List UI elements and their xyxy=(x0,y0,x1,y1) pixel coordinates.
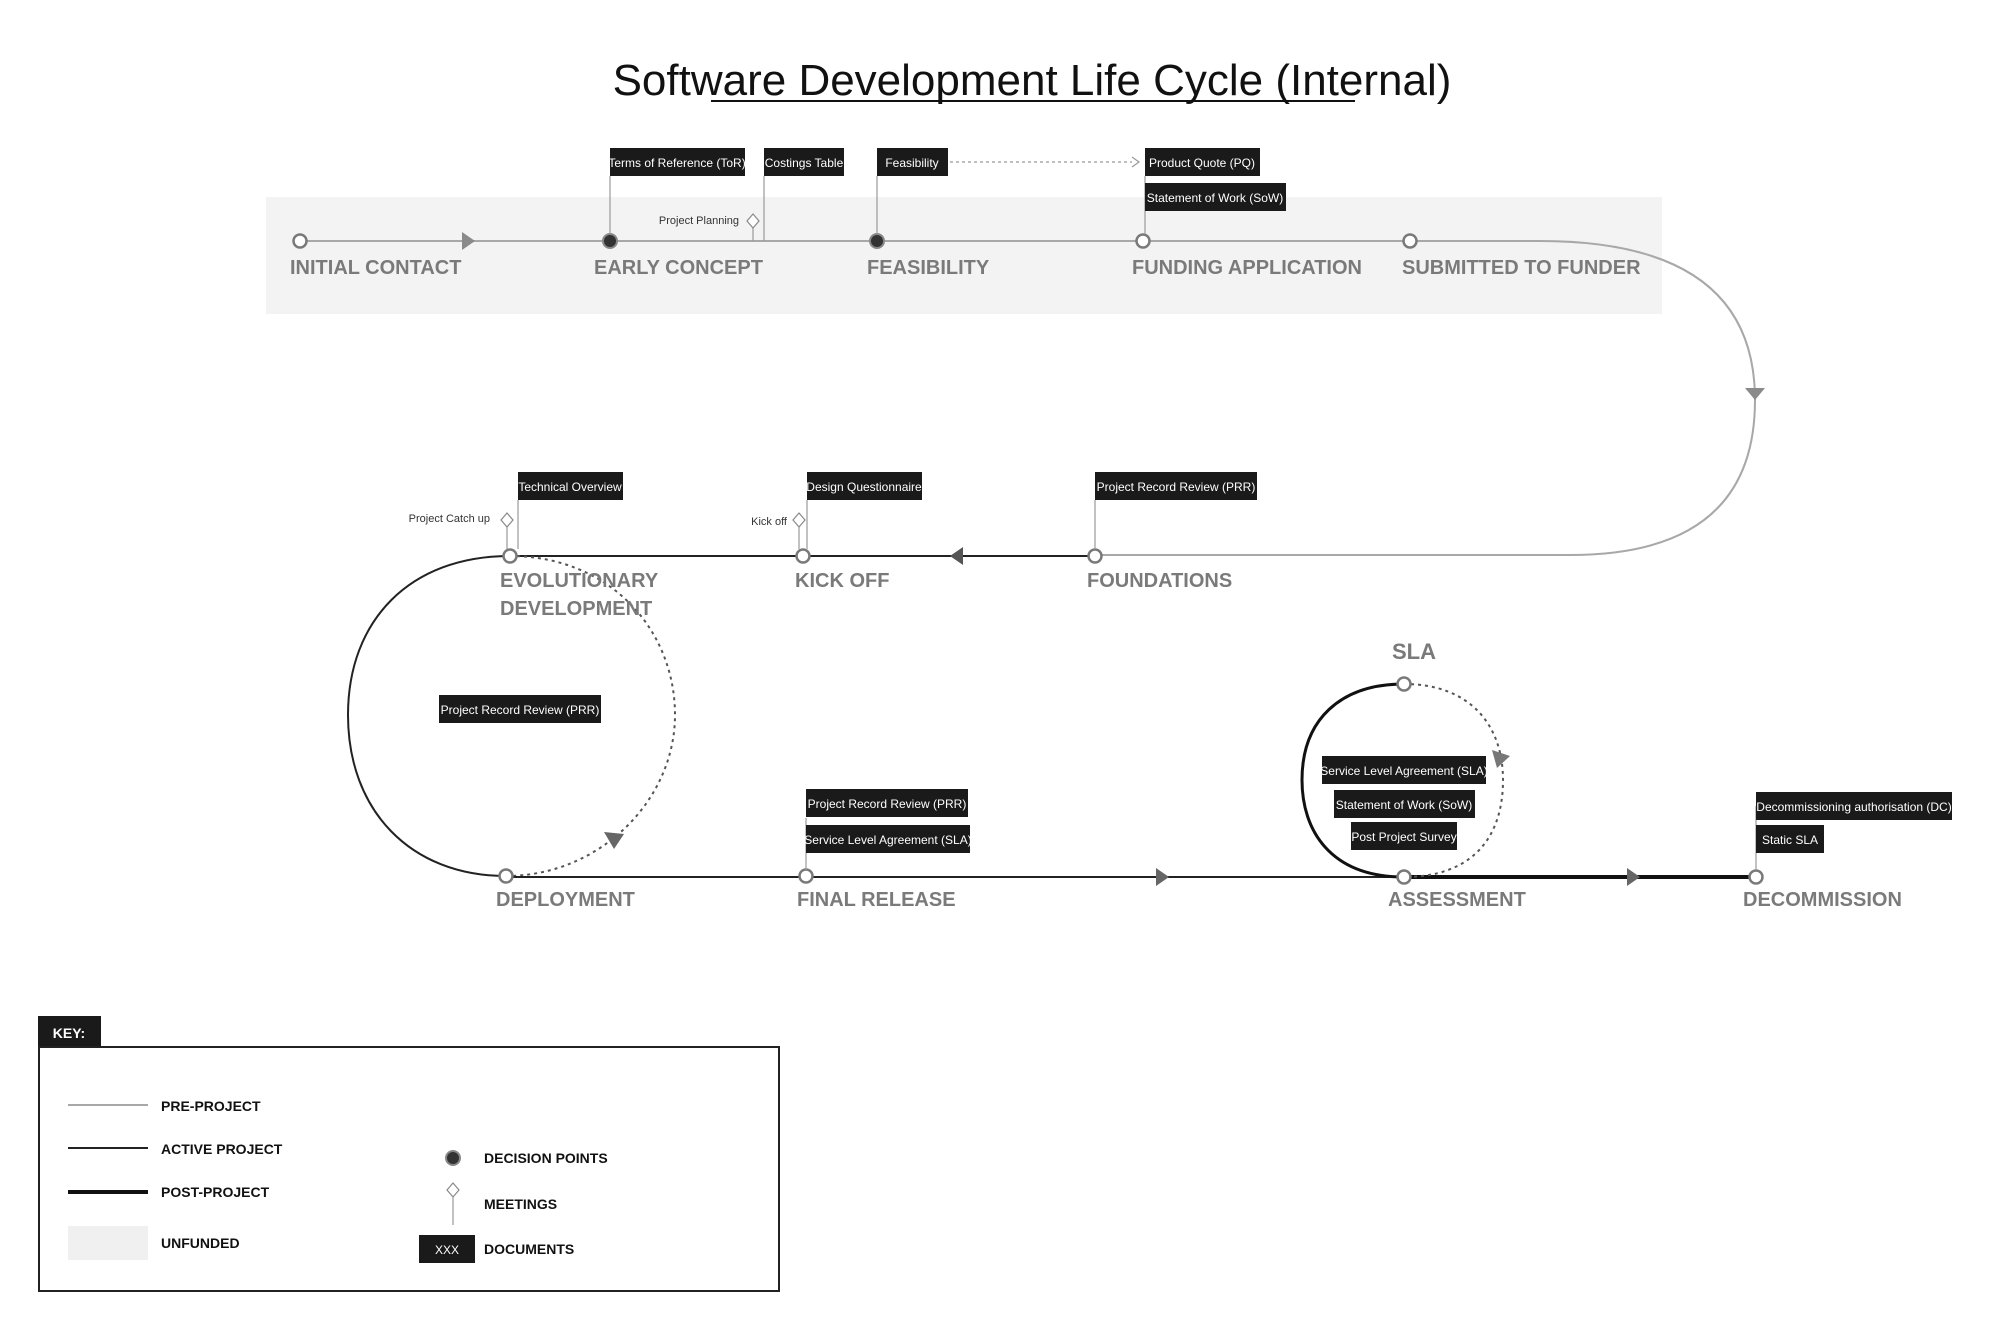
doc-label: Decommissioning authorisation (DC) xyxy=(1756,800,1951,814)
arrow-loop-icon xyxy=(604,832,624,849)
doc-statement-of-work-funding[interactable]: Statement of Work (SoW) xyxy=(1145,183,1286,211)
stage-sla: SLA xyxy=(1392,639,1436,664)
legend-heading-box xyxy=(38,1016,101,1048)
doc-label: Feasibility xyxy=(885,156,938,170)
doc-prr-foundations[interactable]: Project Record Review (PRR) xyxy=(1095,472,1257,500)
meeting-project-catch-up: Project Catch up xyxy=(409,513,490,525)
node-final-release xyxy=(798,868,814,884)
stage-decommission: DECOMMISSION xyxy=(1743,889,1902,911)
arrow-loop-icon xyxy=(1492,750,1510,768)
node-kick-off xyxy=(795,548,811,564)
node-submitted-to-funder xyxy=(1402,233,1418,249)
sla-loop-dotted xyxy=(1403,683,1505,878)
sla-loop-solid xyxy=(1300,682,1405,879)
stage-evolutionary-line2: DEVELOPMENT xyxy=(500,598,652,620)
legend-document-swatch xyxy=(419,1235,475,1263)
legend-unfunded: UNFUNDED xyxy=(161,1235,240,1251)
arrow-left-icon xyxy=(950,547,963,565)
chevron-right-icon xyxy=(1131,156,1141,168)
doc-label: Technical Overview xyxy=(518,480,622,494)
doc-costings-table[interactable]: Costings Table xyxy=(764,148,844,176)
node-foundations xyxy=(1087,548,1103,564)
legend-decision-points: DECISION POINTS xyxy=(484,1150,608,1166)
doc-sow-assessment[interactable]: Statement of Work (SoW) xyxy=(1334,790,1475,818)
stage-initial-contact: INITIAL CONTACT xyxy=(290,257,461,279)
stage-final-release: FINAL RELEASE xyxy=(797,889,956,911)
doc-label: Terms of Reference (ToR) xyxy=(608,156,745,170)
arrow-down-icon xyxy=(1745,388,1765,400)
meeting-diamond-icon xyxy=(792,512,806,528)
doc-feasibility[interactable]: Feasibility xyxy=(877,148,948,176)
node-evolutionary-development xyxy=(502,548,518,564)
evolutionary-loop-dotted xyxy=(505,555,677,877)
legend-pre-project: PRE-PROJECT xyxy=(161,1098,261,1114)
decision-point-feasibility xyxy=(869,233,885,249)
doc-label: Post Project Survey xyxy=(1351,830,1456,844)
doc-label: Project Record Review (PRR) xyxy=(808,797,967,811)
doc-design-questionnaire[interactable]: Design Questionnaire xyxy=(806,472,922,500)
legend-decision-point-icon xyxy=(445,1150,461,1166)
legend-meetings: MEETINGS xyxy=(484,1196,557,1212)
doc-label: Service Level Agreement (SLA) xyxy=(804,833,971,847)
stage-foundations: FOUNDATIONS xyxy=(1087,570,1232,592)
stage-feasibility: FEASIBILITY xyxy=(867,257,990,279)
legend-active-project: ACTIVE PROJECT xyxy=(161,1141,283,1157)
doc-static-sla[interactable]: Static SLA xyxy=(1756,825,1824,853)
meeting-diamond-icon xyxy=(746,213,760,229)
node-deployment xyxy=(498,868,514,884)
evolutionary-loop-solid xyxy=(346,555,511,877)
doc-sla-final[interactable]: Service Level Agreement (SLA) xyxy=(804,825,972,853)
stage-assessment: ASSESSMENT xyxy=(1388,889,1526,911)
legend-post-project: POST-PROJECT xyxy=(161,1184,270,1200)
meeting-project-planning: Project Planning xyxy=(659,215,739,227)
stage-evolutionary-line1: EVOLUTIONARY xyxy=(500,570,659,592)
doc-sla-assessment[interactable]: Service Level Agreement (SLA) xyxy=(1320,756,1488,784)
node-sla xyxy=(1396,676,1412,692)
doc-label: Product Quote (PQ) xyxy=(1149,156,1255,170)
arrow-right-icon xyxy=(1156,868,1169,886)
legend-document-sample: XXX xyxy=(435,1243,459,1257)
doc-prr-evolutionary[interactable]: Project Record Review (PRR) xyxy=(439,695,601,723)
stage-submitted-to-funder: SUBMITTED TO FUNDER xyxy=(1402,257,1641,279)
doc-terms-of-reference[interactable]: Terms of Reference (ToR) xyxy=(608,148,746,176)
arrow-right-icon xyxy=(1627,868,1640,886)
doc-label: Design Questionnaire xyxy=(806,480,922,494)
doc-decommissioning-authorisation[interactable]: Decommissioning authorisation (DC) xyxy=(1756,792,1952,820)
legend-heading: KEY: xyxy=(53,1025,85,1041)
stage-deployment: DEPLOYMENT xyxy=(496,889,635,911)
doc-post-project-survey[interactable]: Post Project Survey xyxy=(1351,822,1457,850)
stage-kick-off: KICK OFF xyxy=(795,570,889,592)
node-assessment xyxy=(1396,869,1412,885)
doc-label: Project Record Review (PRR) xyxy=(441,703,600,717)
legend-unfunded-swatch xyxy=(68,1226,148,1260)
doc-label: Costings Table xyxy=(765,156,844,170)
stage-funding-application: FUNDING APPLICATION xyxy=(1132,257,1362,279)
doc-label: Statement of Work (SoW) xyxy=(1336,798,1472,812)
node-funding-application xyxy=(1135,233,1151,249)
doc-label: Project Record Review (PRR) xyxy=(1097,480,1256,494)
doc-technical-overview[interactable]: Technical Overview xyxy=(518,472,623,500)
doc-label: Static SLA xyxy=(1762,833,1818,847)
legend: KEY: PRE-PROJECT ACTIVE PROJECT POST-PRO… xyxy=(38,1016,780,1292)
meeting-kick-off: Kick off xyxy=(751,516,788,528)
stage-early-concept: EARLY CONCEPT xyxy=(594,257,763,279)
doc-product-quote[interactable]: Product Quote (PQ) xyxy=(1145,148,1260,176)
decision-point-early-concept xyxy=(602,233,618,249)
legend-meeting-diamond-icon xyxy=(446,1182,460,1198)
arrow-right-icon xyxy=(462,232,475,250)
unfunded-band xyxy=(266,197,1662,314)
meeting-diamond-icon xyxy=(500,512,514,528)
diagram-title: Software Development Life Cycle (Interna… xyxy=(613,56,1452,105)
node-decommission xyxy=(1748,869,1764,885)
doc-label: Service Level Agreement (SLA) xyxy=(1320,764,1487,778)
node-initial-contact xyxy=(292,233,308,249)
doc-prr-final[interactable]: Project Record Review (PRR) xyxy=(806,789,968,817)
legend-box xyxy=(38,1046,780,1292)
legend-documents: DOCUMENTS xyxy=(484,1241,574,1257)
doc-label: Statement of Work (SoW) xyxy=(1147,191,1283,205)
